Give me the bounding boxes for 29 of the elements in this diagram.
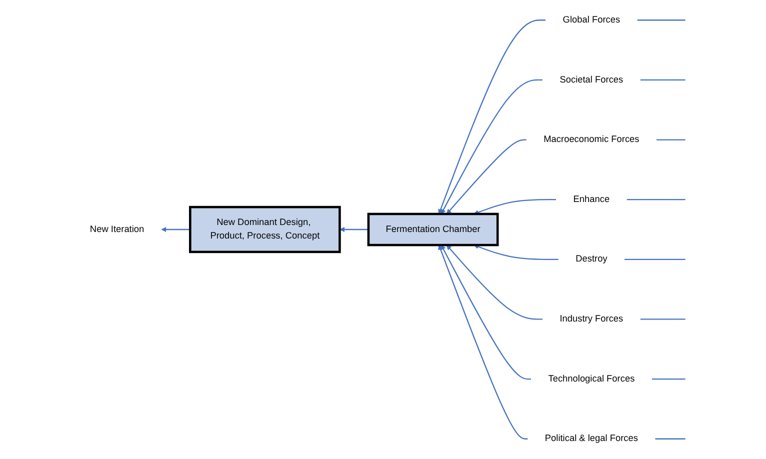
node-label: Political & legal Forces <box>544 434 638 444</box>
connector-line <box>656 139 686 140</box>
connector-line <box>655 438 686 440</box>
connector-line <box>640 79 686 81</box>
node-label: Global Forces <box>562 14 620 25</box>
arrow <box>438 244 528 440</box>
process-box: New Dominant Design, Product, Process, Concept <box>189 206 341 254</box>
node-label: Destroy <box>576 254 608 264</box>
arrow <box>441 79 542 214</box>
arrow <box>339 226 368 232</box>
node-label: Macroeconomic Forces <box>544 134 640 144</box>
arrow <box>474 199 556 215</box>
connector-line <box>637 20 686 21</box>
connector-line <box>640 318 686 320</box>
arrow <box>441 244 531 380</box>
arrow <box>446 244 542 320</box>
connector-line <box>624 258 686 260</box>
node-label: New Iteration <box>90 224 144 234</box>
arrow <box>438 20 546 214</box>
arrow <box>161 226 190 232</box>
node-label: Societal Forces <box>560 74 624 85</box>
arrow <box>474 244 558 260</box>
node-label: Enhance <box>573 194 610 204</box>
connector-line <box>626 199 686 200</box>
process-box: Fermentation Chamber <box>367 212 499 246</box>
connector-line <box>652 378 686 380</box>
node-label: Technological Forces <box>548 374 635 384</box>
node-label: Industry Forces <box>560 314 624 324</box>
arrow <box>446 139 526 214</box>
